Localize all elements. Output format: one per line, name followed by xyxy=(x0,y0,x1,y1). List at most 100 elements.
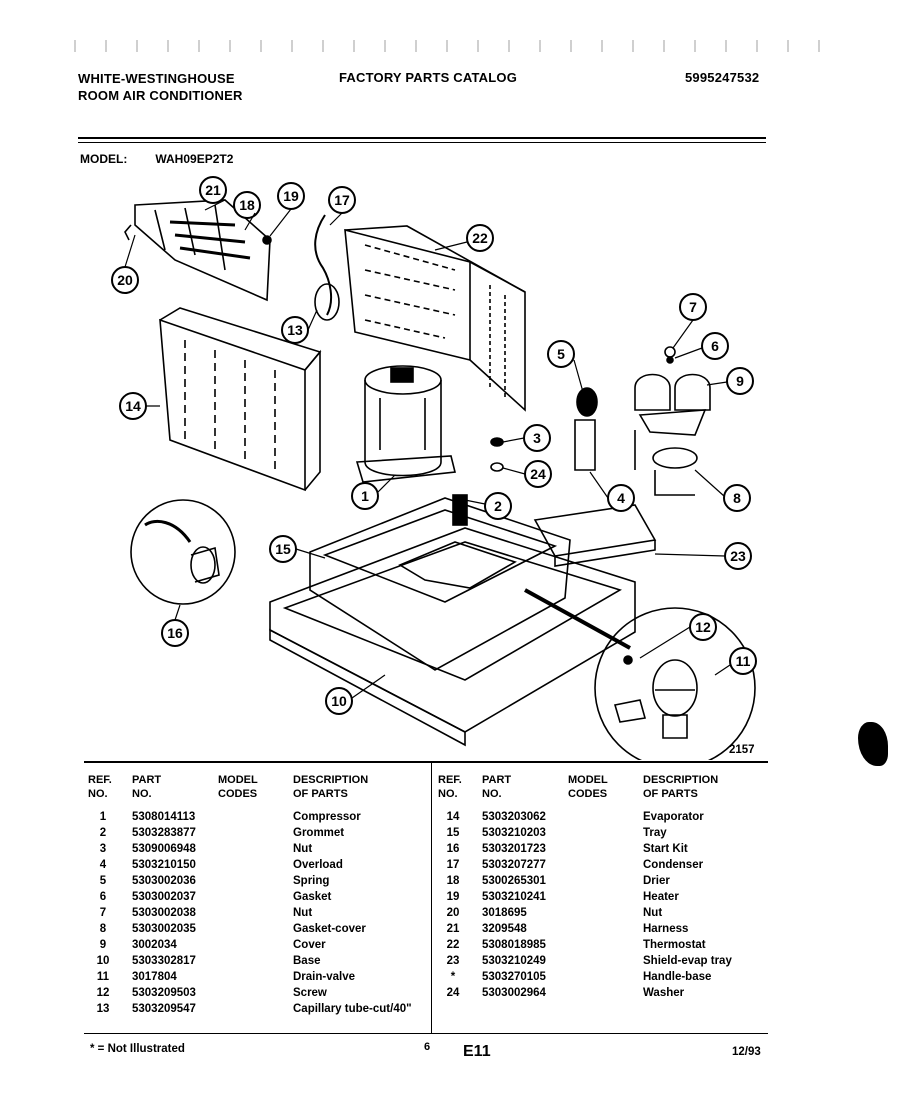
part-number-cell: 5303203062 xyxy=(482,811,546,823)
callout-11-text: 11 xyxy=(736,653,751,669)
callout-23-text: 23 xyxy=(730,548,746,564)
base xyxy=(269,527,636,747)
description-cell: Heater xyxy=(643,891,679,903)
callout-3: 3 xyxy=(523,424,551,452)
condenser xyxy=(344,225,526,412)
description-cell: Washer xyxy=(643,987,685,999)
ref-cell: 16 xyxy=(446,843,460,855)
model-value: WAH09EP2T2 xyxy=(155,152,234,166)
callout-10: 10 xyxy=(325,687,353,715)
part-number-cell: 5303201723 xyxy=(482,843,546,855)
drawing-number: 2157 xyxy=(729,744,755,756)
callout-18-text: 17 xyxy=(334,192,350,208)
part-number-cell: 5308014113 xyxy=(132,811,196,823)
callout-10-text: 10 xyxy=(331,693,347,709)
ref-cell: * xyxy=(450,971,456,983)
table-row: * 5303270105 Handle-base xyxy=(438,971,778,987)
callout-5-text: 5 xyxy=(557,346,565,362)
part-number-cell: 5303002035 xyxy=(132,923,196,935)
scan-noise xyxy=(60,40,820,52)
ref-cell: 21 xyxy=(446,923,460,935)
compressor xyxy=(355,365,456,483)
callout-21: 20 xyxy=(111,266,139,294)
part-number-cell: 3017804 xyxy=(132,971,177,983)
part-number-cell: 3209548 xyxy=(482,923,527,935)
header-ref: REF.NO. xyxy=(438,774,462,800)
part-number-cell: 5303002038 xyxy=(132,907,196,919)
description-cell: Compressor xyxy=(293,811,361,823)
part-number-cell: 5300265301 xyxy=(482,875,546,887)
part-number-cell: 5303002964 xyxy=(482,987,546,999)
callout-6-text: 6 xyxy=(711,338,719,354)
callout-16: 16 xyxy=(161,619,189,647)
table-divider xyxy=(431,763,432,1033)
ref-cell: 7 xyxy=(99,907,107,919)
description-cell: Nut xyxy=(643,907,663,919)
callout-17: 22 xyxy=(466,224,494,252)
brand-block: WHITE-WESTINGHOUSE ROOM AIR CONDITIONER xyxy=(78,70,243,104)
part-number-cell: 5303207277 xyxy=(482,859,546,871)
catalog-number: 5995247532 xyxy=(685,70,760,85)
callout-8: 8 xyxy=(723,484,751,512)
ref-cell: 3 xyxy=(99,843,107,855)
callout-19: 18 xyxy=(233,191,261,219)
start-kit-detail xyxy=(130,499,236,605)
description-cell: Overload xyxy=(293,859,343,871)
callout-18: 17 xyxy=(328,186,356,214)
model-line: MODEL: WAH09EP2T2 xyxy=(80,152,233,166)
ref-cell: 8 xyxy=(99,923,107,935)
callout-7: 7 xyxy=(679,293,707,321)
nut-20 xyxy=(262,235,272,245)
callout-9-text: 9 xyxy=(736,373,744,389)
tray xyxy=(309,494,571,671)
footnote: * = Not Illustrated xyxy=(90,1043,185,1055)
description-cell: Handle-base xyxy=(643,971,712,983)
catalog-title: FACTORY PARTS CATALOG xyxy=(339,70,518,85)
description-cell: Drier xyxy=(643,875,670,887)
callout-6: 6 xyxy=(701,332,729,360)
description-cell: Gasket-cover xyxy=(293,923,366,935)
ref-cell: 14 xyxy=(446,811,460,823)
part-number-cell: 5309006948 xyxy=(132,843,196,855)
callout-8-text: 8 xyxy=(733,490,741,506)
description-cell: Gasket xyxy=(293,891,332,903)
callout-14-text: 14 xyxy=(125,398,141,414)
evaporator xyxy=(159,307,322,492)
table-row: 8 5303002035 Gasket-cover xyxy=(88,923,428,939)
callout-23: 23 xyxy=(724,542,752,570)
part-number-cell: 5303210203 xyxy=(482,827,546,839)
description-cell: Grommet xyxy=(293,827,345,839)
brand-line2: ROOM AIR CONDITIONER xyxy=(78,88,243,103)
part-number-cell: 5303302817 xyxy=(132,955,196,967)
ref-cell: 2 xyxy=(99,827,107,839)
part-number-cell: 5303270105 xyxy=(482,971,546,983)
header-rule-thin xyxy=(78,142,766,143)
description-cell: Spring xyxy=(293,875,330,887)
description-cell: Nut xyxy=(293,907,313,919)
callout-13-text: 13 xyxy=(287,322,303,338)
callout-22-text: 21 xyxy=(205,182,221,198)
part-number-cell: 5303209547 xyxy=(132,1003,196,1015)
description-cell: Screw xyxy=(293,987,327,999)
ref-cell: 12 xyxy=(96,987,110,999)
ref-cell: 20 xyxy=(446,907,460,919)
part-number-cell: 5303210150 xyxy=(132,859,196,871)
description-cell: Capillary tube-cut/40" xyxy=(293,1003,412,1015)
